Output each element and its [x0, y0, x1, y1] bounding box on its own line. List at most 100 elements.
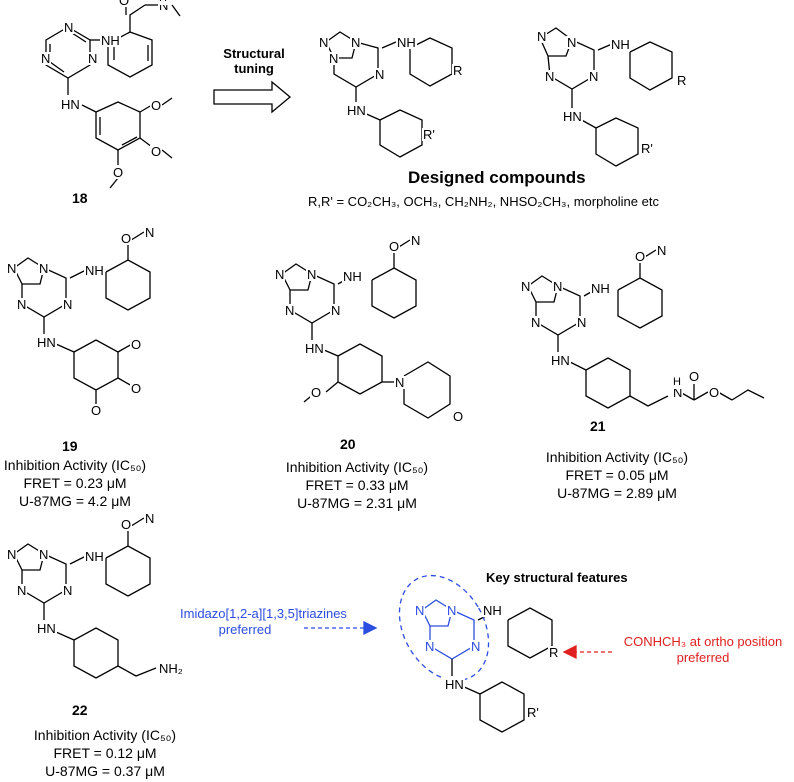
compound-label-18: 18 [72, 190, 88, 206]
atom-label: N [158, 0, 170, 13]
atom-label: N [536, 29, 548, 44]
atom-label: N [6, 261, 18, 276]
atom-label: N [552, 279, 564, 294]
atom-label: O [112, 165, 125, 180]
atom-label: O [634, 249, 647, 264]
atom-label: R' [422, 127, 436, 142]
atom-label: N [672, 385, 684, 400]
atom-label: N [394, 375, 406, 390]
atom-label: R' [640, 141, 654, 156]
atom-label: O [90, 403, 103, 418]
atom-label: N [87, 51, 99, 66]
structural-tuning-arrow [213, 80, 292, 114]
atom-label: NH [610, 37, 631, 52]
substituent-list: R,R' = CO₂CH₃, OCH₃, CH₂NH₂, NHSO₂CH₃, m… [308, 194, 659, 209]
atom-label: NH [482, 603, 503, 618]
atom-label: HN [36, 621, 57, 636]
atom-label: N [38, 547, 50, 562]
atom-label: N [530, 315, 542, 330]
atom-label: N [410, 233, 422, 248]
atom-label: N [144, 225, 156, 240]
atom-label: O [310, 385, 323, 400]
atom-label: H [158, 0, 168, 5]
atom-label: N [144, 511, 156, 526]
atom-label: HN [304, 341, 325, 356]
compound-label-22: 22 [72, 702, 88, 718]
atom-label: HN [346, 103, 367, 118]
activity-block-22: Inhibition Activity (IC₅₀) FRET = 0.12 μ… [20, 726, 190, 780]
key-features-structure [304, 574, 612, 733]
atom-label: N [656, 243, 668, 258]
compound-label-20: 20 [340, 436, 356, 452]
cell-value: U-87MG = 2.31 μM [297, 495, 417, 511]
atom-label: N [63, 20, 75, 35]
atom-label: N [350, 35, 362, 50]
atom-label: N [318, 35, 330, 50]
atom-label: HN [60, 97, 81, 112]
compound-22-structure [13, 517, 157, 679]
fret-value: FRET = 0.12 μM [53, 745, 157, 761]
atom-label: N [576, 315, 588, 330]
atom-label: O [120, 517, 133, 532]
atom-label: O [150, 98, 163, 113]
atom-label: O [452, 409, 465, 424]
atom-label: N [40, 51, 52, 66]
atom-label: NH₂ [158, 661, 184, 676]
core-preferred-note: Imidazo[1,2-a][1,3,5]triazines preferred [180, 606, 347, 637]
atom-label: O [130, 381, 143, 396]
atom-label: N [328, 51, 340, 66]
atom-label: N [374, 67, 386, 82]
cell-value: U-87MG = 4.2 μM [19, 493, 131, 509]
activity-title: Inhibition Activity (IC₅₀) [285, 459, 429, 475]
atom-label: NH [100, 33, 121, 48]
atom-label: O [118, 0, 131, 7]
compound-label-19: 19 [62, 438, 78, 454]
fret-value: FRET = 0.33 μM [305, 477, 409, 493]
atom-label: N [588, 69, 600, 84]
atom-label: H [672, 376, 682, 389]
atom-label: O [150, 144, 163, 159]
atom-label: NH [84, 549, 105, 564]
atom-label: O [688, 369, 701, 384]
atom-label: N [16, 297, 28, 312]
activity-block-21: Inhibition Activity (IC₅₀) FRET = 0.05 μ… [532, 448, 702, 502]
atom-label: HN [550, 353, 571, 368]
atom-label: R' [526, 705, 540, 720]
compound-19-structure [13, 231, 151, 406]
atom-label: N [38, 261, 50, 276]
atom-label: O [708, 385, 721, 400]
compound-label-21: 21 [590, 418, 606, 434]
atom-label: N [62, 297, 74, 312]
atom-label: O [130, 337, 143, 352]
compound-21-structure [527, 249, 765, 409]
designed-compounds-title: Designed compounds [408, 168, 586, 187]
atom-label: N [274, 267, 286, 282]
cell-value: U-87MG = 0.37 μM [45, 763, 165, 779]
atom-label: N [424, 639, 436, 654]
atom-label: O [388, 239, 401, 254]
atom-label: N [16, 583, 28, 598]
atom-label: N [520, 279, 532, 294]
fret-value: FRET = 0.05 μM [565, 467, 669, 483]
activity-title: Inhibition Activity (IC₅₀) [3, 457, 147, 473]
key-features-title: Key structural features [486, 570, 628, 585]
activity-block-20: Inhibition Activity (IC₅₀) FRET = 0.33 μ… [272, 458, 442, 512]
atom-label: NH [84, 263, 105, 278]
atom-label: N [414, 603, 426, 618]
atom-label: O [120, 231, 133, 246]
atom-label: R [676, 73, 688, 88]
atom-label: N [330, 303, 342, 318]
atom-label: HN [36, 335, 57, 350]
atom-label: HN [562, 109, 583, 124]
atom-label: N [284, 303, 296, 318]
atom-label: N [306, 267, 318, 282]
atom-label: R [452, 63, 464, 78]
atom-label: R [548, 645, 560, 660]
atom-label: NH [590, 281, 611, 296]
activity-block-19: Inhibition Activity (IC₅₀) FRET = 0.23 μ… [0, 456, 150, 510]
atom-label: N [566, 35, 578, 50]
atom-label: NH [342, 269, 363, 284]
activity-title: Inhibition Activity (IC₅₀) [33, 727, 177, 743]
activity-title: Inhibition Activity (IC₅₀) [545, 449, 689, 465]
